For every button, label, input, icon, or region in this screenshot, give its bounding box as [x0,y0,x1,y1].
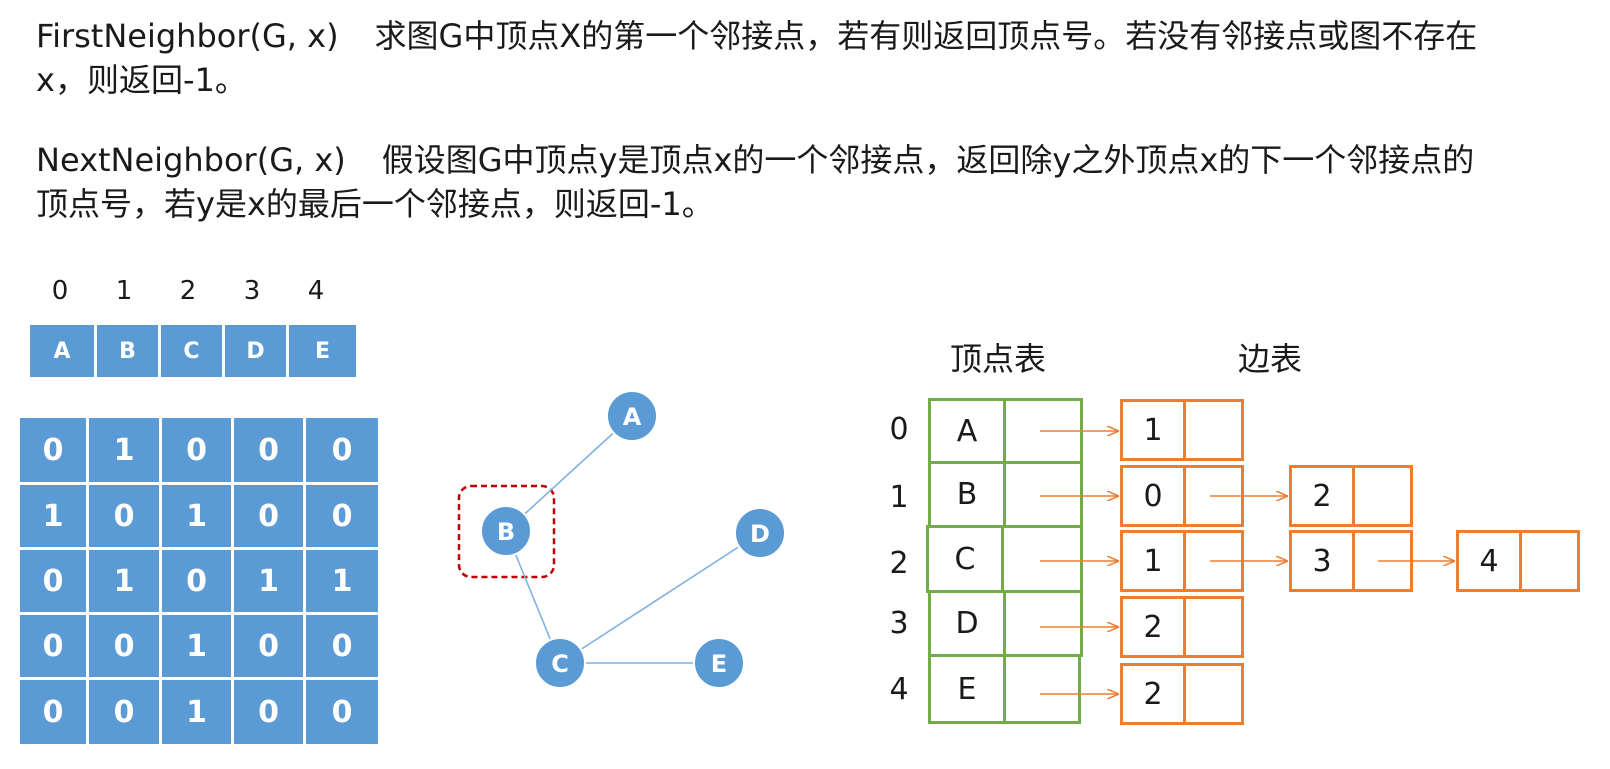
node-e: E [693,637,745,689]
matrix-cell: 0 [306,680,378,744]
vertex-cell: C [161,325,225,377]
vertex-name: D [955,606,979,641]
edge-target: 2 [1312,478,1332,514]
vertex-cell: D [225,325,289,377]
edge-node: 2 [1289,465,1413,527]
first-neighbor-function: FirstNeighbor(G, x) [36,17,339,55]
matrix-cell: 0 [306,485,378,547]
next-neighbor-text: 假设图G中顶点y是顶点x的一个邻接点，返回除y之外顶点x的下一个邻接点的顶点号，… [36,141,1475,223]
first-neighbor-text: 求图G中顶点X的第一个邻接点，若有则返回顶点号。若没有邻接点或图不存在x，则返回… [36,17,1478,99]
next-neighbor-function: NextNeighbor(G, x) [36,141,346,179]
edge-target: 3 [1312,543,1332,579]
vertex-table-row: E [928,654,1081,724]
edge-target: 1 [1143,412,1163,448]
node-c: C [534,637,586,689]
matrix-cell: 1 [162,680,231,744]
vertex-index: 4 [307,276,325,306]
node-label: B [497,518,515,546]
edge-node: 1 [1120,399,1244,461]
vertex-table-title: 顶点表 [950,340,1047,378]
row-index: 2 [889,546,909,581]
edge-a-b [505,415,633,532]
vertex-index: 0 [51,276,69,306]
vertex-name: B [956,477,978,512]
matrix-cell: 0 [20,680,86,744]
edge-target: 0 [1143,478,1163,514]
matrix-cell: 0 [306,615,378,677]
matrix-cell: 0 [234,680,303,744]
node-label: D [750,520,770,548]
matrix-cell: 1 [20,485,86,547]
edge-target: 2 [1143,676,1163,712]
row-index: 1 [889,480,909,515]
edge-node: 4 [1456,530,1580,592]
edge-table-title: 边表 [1238,340,1303,378]
matrix-cell: 1 [306,550,378,612]
edge-target: 2 [1143,609,1163,645]
edge-node: 2 [1120,596,1244,658]
node-b: B [480,505,532,557]
vertex-table-row: C [926,525,1083,593]
vertex-index: 3 [243,276,261,306]
matrix-cell: 1 [234,550,303,612]
matrix-cell: 0 [89,615,159,677]
row-index: 0 [889,412,909,447]
matrix-cell: 0 [20,418,86,482]
node-label: E [711,650,727,678]
edge-c-d [559,532,761,664]
matrix-cell: 1 [89,550,159,612]
matrix-cell: 1 [162,615,231,677]
node-label: C [551,650,569,678]
matrix-cell: 0 [89,680,159,744]
edge-target: 1 [1143,543,1163,579]
matrix-cell: 0 [20,550,86,612]
node-label: A [623,403,642,431]
edge-target: 4 [1479,543,1499,579]
edge-node: 2 [1120,663,1244,725]
matrix-cell: 0 [306,418,378,482]
matrix-cell: 0 [234,615,303,677]
node-a: A [606,390,658,442]
vertex-cell: E [289,325,356,377]
vertex-index: 1 [115,276,133,306]
matrix-cell: 0 [162,418,231,482]
matrix-cell: 1 [162,485,231,547]
matrix-cell: 0 [234,418,303,482]
vertex-cell: A [30,325,97,377]
vertex-cell: B [97,325,161,377]
vertex-name: E [957,671,977,707]
vertex-name: A [956,413,978,449]
matrix-cell: 0 [234,485,303,547]
next-neighbor-description: NextNeighbor(G, x)假设图G中顶点y是顶点x的一个邻接点，返回除… [36,138,1486,226]
row-index: 3 [889,606,909,641]
node-d: D [734,507,786,559]
matrix-cell: 1 [89,418,159,482]
vertex-index: 2 [179,276,197,306]
matrix-cell: 0 [89,485,159,547]
vertex-name: C [954,541,976,577]
matrix-cell: 0 [20,615,86,677]
matrix-cell: 0 [162,550,231,612]
vertex-table-row: D [928,590,1083,657]
highlight-box [457,484,556,579]
row-index: 4 [889,672,909,707]
first-neighbor-description: FirstNeighbor(G, x)求图G中顶点X的第一个邻接点，若有则返回顶… [36,14,1486,102]
